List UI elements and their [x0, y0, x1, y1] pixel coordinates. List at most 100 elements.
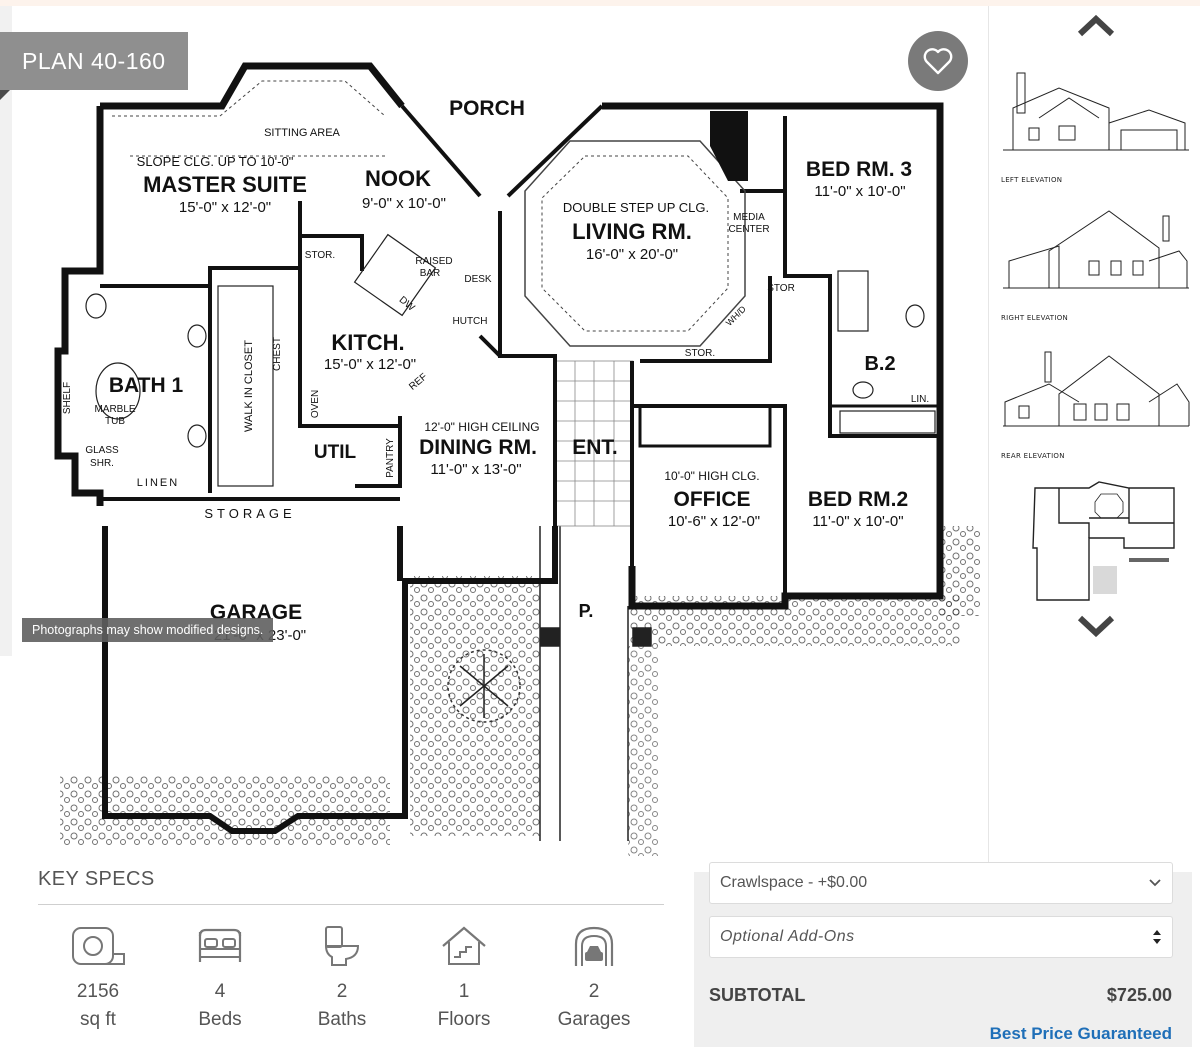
floor-plan-viewer[interactable]: PORCH SITTING AREA SLOPE CLG. UP TO 10'-… [0, 6, 988, 868]
addons-select-value: Optional Add-Ons [720, 928, 855, 945]
subtotal-label: SUBTOTAL [709, 985, 806, 1005]
favorite-button[interactable] [908, 31, 968, 91]
elevation-drawing [1003, 351, 1190, 427]
room-desk: DESK [464, 274, 492, 285]
pricing-panel: Crawlspace - +$0.00 Optional Add-Ons SUB… [694, 862, 1192, 1047]
room-kitch-dims: 15'-0" x 12'-0" [324, 356, 416, 373]
label-ref: REF [407, 371, 429, 392]
room-patio: P. [579, 601, 594, 621]
room-master: MASTER SUITE [143, 172, 307, 197]
spec-value: 4 [214, 981, 226, 1002]
spec-value: 1 [458, 981, 470, 1002]
addons-select[interactable]: Optional Add-Ons [709, 916, 1173, 958]
thumbnail-up-button[interactable] [1076, 14, 1116, 42]
chevron-down-icon [1149, 879, 1161, 887]
elevation-drawing [1003, 210, 1189, 289]
room-hutch: HUTCH [453, 316, 488, 327]
thumbnail-rear-elevation[interactable]: REAR ELEVATION [999, 344, 1191, 462]
spec-value: 2 [588, 981, 600, 1002]
room-bed3: BED RM. 3 [806, 158, 912, 181]
room-stor3: STOR [767, 283, 795, 294]
badge-fold [0, 90, 10, 100]
viewer-edge [0, 6, 12, 656]
room-kitch: KITCH. [331, 330, 404, 355]
thumbnail-floor-plan[interactable] [1029, 478, 1179, 606]
chevron-down-icon [1077, 615, 1115, 638]
thumbnail-left-elevation[interactable]: LEFT ELEVATION [999, 68, 1191, 186]
fireplace [710, 111, 748, 181]
thumbnail-down-button[interactable] [1076, 614, 1116, 642]
spec-label: Baths [317, 1009, 367, 1030]
room-bed2: BED RM.2 [808, 488, 908, 511]
room-office: OFFICE [674, 488, 751, 511]
spec-value: 2156 [76, 981, 120, 1002]
room-porch: PORCH [449, 97, 525, 120]
room-closet: WALK IN CLOSET [243, 340, 255, 432]
room-pantry: PANTRY [385, 438, 396, 478]
room-shelf: SHELF [62, 382, 73, 414]
room-media: MEDIA [733, 212, 765, 223]
room-glass: GLASS [85, 445, 119, 456]
room-master-dims: 15'-0" x 12'-0" [179, 199, 271, 216]
room-living-dims: 16'-0" x 20'-0" [586, 246, 678, 263]
room-office-dims: 10'-6" x 12'-0" [668, 513, 760, 530]
room-nook-dims: 9'-0" x 10'-0" [362, 195, 446, 212]
spec-sqft: 2156 sq ft [43, 920, 153, 1034]
room-master-note: SLOPE CLG. UP TO 10'-0" [137, 154, 294, 169]
spec-label: Garages [557, 1009, 631, 1030]
elevation-drawing [1003, 72, 1189, 151]
thumbnail-caption: RIGHT ELEVATION [1001, 314, 1069, 322]
spec-beds: 4 Beds [165, 920, 275, 1034]
room-b2: B.2 [864, 353, 895, 375]
room-util: UTIL [314, 442, 357, 463]
room-stor2: STOR. [685, 348, 715, 359]
room-media-2: CENTER [728, 224, 769, 235]
room-stor1: STOR. [305, 250, 335, 261]
room-nook: NOOK [365, 166, 431, 191]
room-marble-2: TUB [105, 416, 125, 427]
thumbnail-right-elevation[interactable]: RIGHT ELEVATION [999, 206, 1191, 324]
top-strip [0, 0, 1200, 6]
room-lin: LIN. [911, 394, 929, 405]
living-room-ceiling [524, 140, 746, 347]
foundation-select-value: Crawlspace - +$0.00 [720, 874, 868, 891]
spec-label: Floors [437, 1009, 491, 1030]
photo-disclaimer: Photographs may show modified designs. [22, 618, 274, 642]
room-living: LIVING RM. [572, 219, 692, 244]
room-raised-2: BAR [420, 268, 441, 279]
spec-label: Beds [198, 1009, 242, 1030]
walls [54, 62, 944, 834]
room-oven: OVEN [310, 390, 321, 418]
walkway [539, 526, 652, 841]
thumbnail-rail: LEFT ELEVATION RIGHT ELEVATION [988, 6, 1200, 870]
toilet-icon [324, 926, 360, 966]
room-ent: ENT. [572, 436, 618, 459]
updown-arrows-icon [1153, 930, 1161, 944]
label-dw: DW [397, 295, 417, 314]
spec-garages: 2 Garages [539, 920, 649, 1034]
plan-number-badge: PLAN 40-160 [0, 32, 188, 90]
key-specs-divider [38, 904, 664, 905]
best-price-guaranteed-link[interactable]: Best Price Guaranteed [989, 1024, 1172, 1043]
room-dining-dims: 11'-0" x 13'-0" [430, 461, 521, 478]
room-bed3-dims: 11'-0" x 10'-0" [814, 183, 905, 200]
spec-baths: 2 Baths [287, 920, 397, 1034]
room-labels: PORCH SITTING AREA SLOPE CLG. UP TO 10'-… [62, 97, 929, 644]
thumbnail-caption: LEFT ELEVATION [1001, 176, 1063, 184]
foundation-select[interactable]: Crawlspace - +$0.00 [709, 862, 1173, 904]
spec-value: 2 [336, 981, 348, 1002]
room-living-note: DOUBLE STEP UP CLG. [563, 200, 709, 215]
bed-icon [198, 928, 242, 962]
chevron-up-icon [1077, 14, 1115, 37]
bath-fixtures [85, 233, 936, 487]
spec-label: sq ft [80, 1009, 116, 1030]
room-marble: MARBLE [94, 404, 135, 415]
thumbnail-caption: REAR ELEVATION [1001, 452, 1065, 460]
landscaping [60, 526, 980, 856]
key-specs-title: KEY SPECS [38, 868, 155, 890]
room-linen: LINEN [137, 477, 179, 489]
sitting-area-bay [112, 80, 386, 157]
floor-plan-thumb [1032, 481, 1175, 601]
house-floors-icon [442, 926, 486, 965]
room-dining: DINING RM. [419, 436, 537, 459]
